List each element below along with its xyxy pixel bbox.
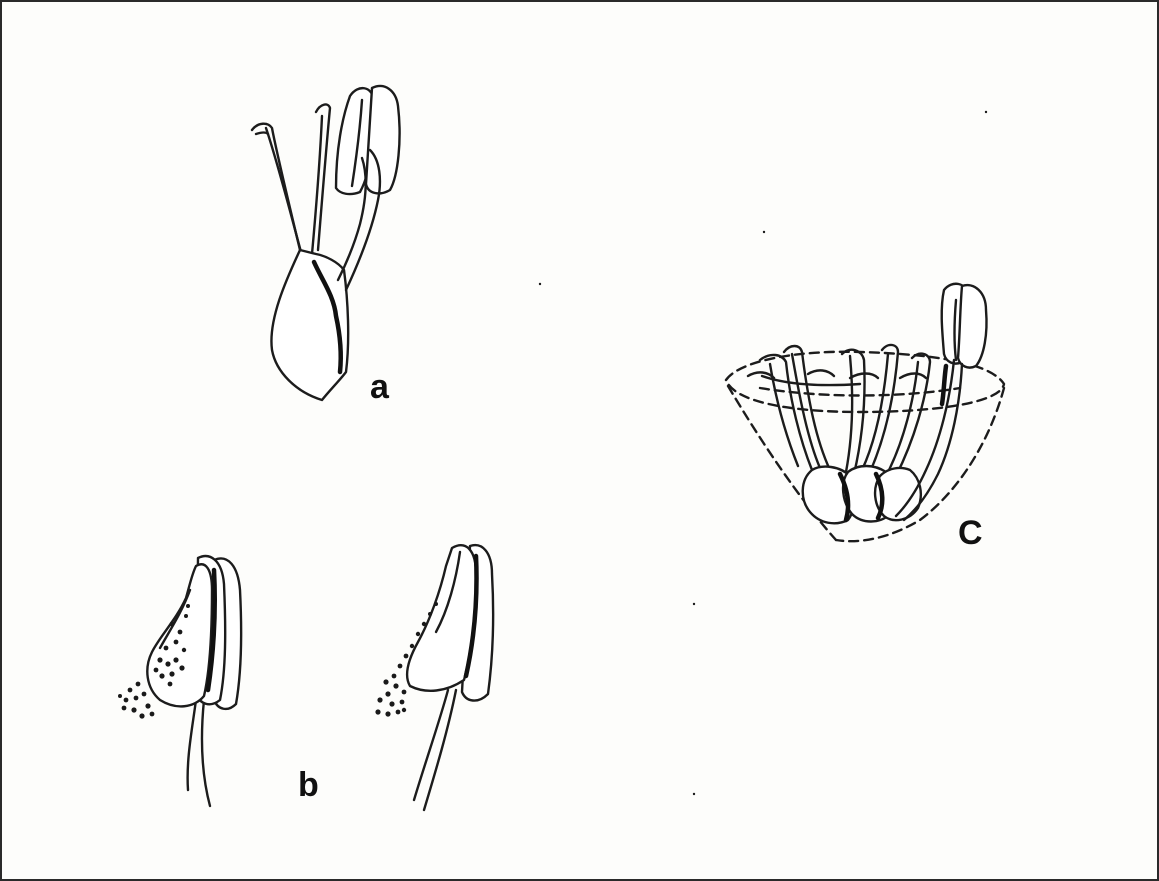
label-a: a	[370, 368, 390, 406]
figure-b-left-anther	[118, 556, 241, 806]
label-b: b	[298, 766, 319, 804]
label-c: C	[958, 514, 983, 552]
scan-specks	[539, 111, 987, 795]
figure-a-drawing	[252, 86, 400, 400]
figure-b-right-anther	[375, 545, 493, 810]
figure-c-drawing	[726, 284, 1004, 541]
